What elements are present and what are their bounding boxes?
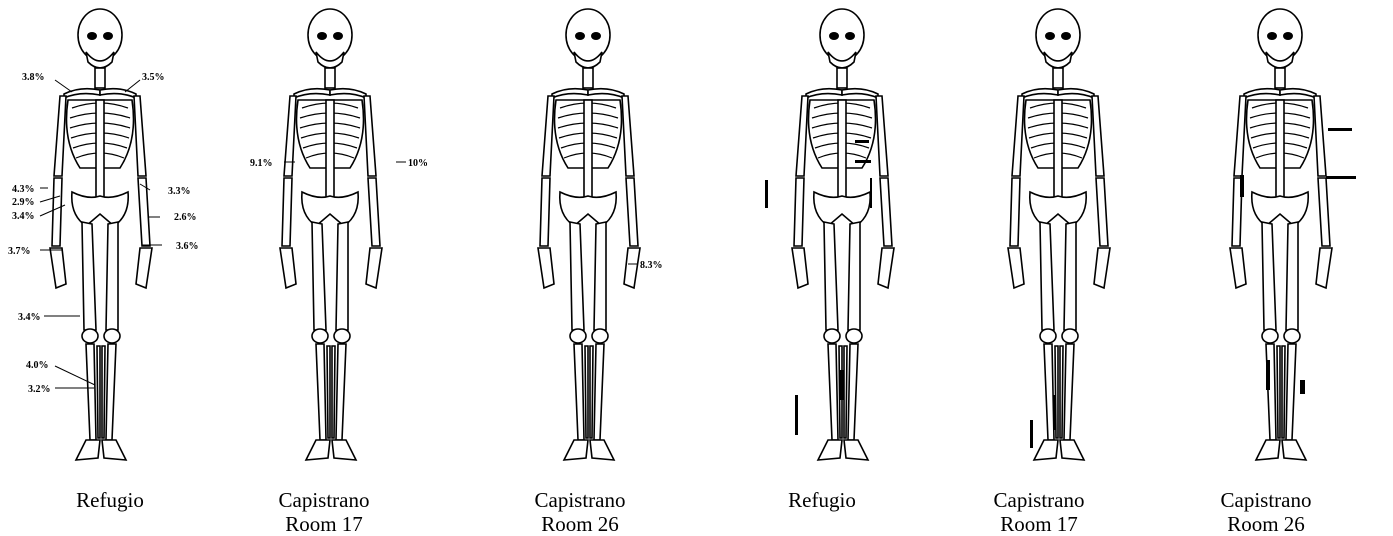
- caption-refugio-scan: Refugio: [742, 488, 902, 512]
- label-humerus-right: 10%: [408, 158, 428, 169]
- label-femur: 3.4%: [18, 312, 41, 323]
- scan-figure-capistrano-room-17: [958, 0, 1158, 470]
- label-clavicle-left: 3.8%: [22, 72, 45, 83]
- label-tibia: 4.0%: [26, 360, 49, 371]
- skeleton-figure-refugio: 3.8% 3.5% 4.3% 2.9% 3.4% 3.3% 2.6% 3.7% …: [0, 0, 220, 470]
- caption-capistrano-room-26-scan: Capistrano Room 26: [1186, 488, 1346, 536]
- label-radius-left: 4.3%: [12, 184, 35, 195]
- caption-line-1: Capistrano: [1186, 488, 1346, 512]
- caption-line-2: Room 17: [244, 512, 404, 536]
- scan-panel-capistrano-room-26: Capistrano Room 26: [1188, 0, 1393, 535]
- label-radius-right: 3.3%: [168, 186, 191, 197]
- caption-line-1: Refugio: [30, 488, 190, 512]
- label-hand-right: 3.6%: [176, 241, 199, 252]
- label-ulna-right: 2.6%: [174, 212, 197, 223]
- skeleton-figure-capistrano-room-17: 9.1% 10%: [250, 0, 450, 470]
- label-hand-left: 3.7%: [8, 246, 31, 257]
- label-hip-left: 3.4%: [12, 211, 35, 222]
- scan-panel-refugio: Refugio: [720, 0, 930, 535]
- caption-capistrano-room-17: Capistrano Room 17: [244, 488, 404, 536]
- scan-figure-capistrano-room-26: [1188, 0, 1393, 470]
- caption-line-2: Room 26: [500, 512, 660, 536]
- skeleton-panel-refugio: 3.8% 3.5% 4.3% 2.9% 3.4% 3.3% 2.6% 3.7% …: [0, 0, 220, 535]
- label-ulna-left: 2.9%: [12, 197, 35, 208]
- caption-line-2: Room 17: [959, 512, 1119, 536]
- label-fibula: 3.2%: [28, 384, 51, 395]
- scan-panel-capistrano-room-17: Capistrano Room 17: [958, 0, 1158, 535]
- caption-refugio: Refugio: [30, 488, 190, 512]
- caption-capistrano-room-26: Capistrano Room 26: [500, 488, 660, 536]
- skeleton-panel-capistrano-room-17: 9.1% 10% Capistrano Room 17: [250, 0, 450, 535]
- label-humerus-left: 9.1%: [250, 158, 273, 169]
- skeleton-figure-capistrano-room-26: 8.3%: [478, 0, 698, 470]
- scan-figure-refugio: [720, 0, 930, 470]
- caption-line-1: Refugio: [742, 488, 902, 512]
- label-ulna-right: 8.3%: [640, 260, 663, 271]
- caption-capistrano-room-17-scan: Capistrano Room 17: [959, 488, 1119, 536]
- caption-line-2: Room 26: [1186, 512, 1346, 536]
- skeleton-panel-capistrano-room-26: 8.3% Capistrano Room 26: [478, 0, 698, 535]
- caption-line-1: Capistrano: [244, 488, 404, 512]
- caption-line-1: Capistrano: [959, 488, 1119, 512]
- caption-line-1: Capistrano: [500, 488, 660, 512]
- label-clavicle-right: 3.5%: [142, 72, 165, 83]
